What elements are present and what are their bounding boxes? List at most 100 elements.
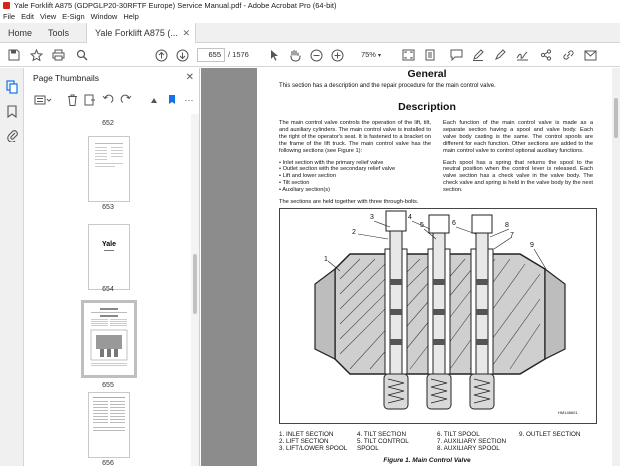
menu-view[interactable]: View bbox=[40, 12, 57, 21]
chevron-down-icon: ▾ bbox=[378, 53, 382, 59]
thumbnail-page-selected[interactable] bbox=[81, 300, 137, 378]
figure-id: HM148601 bbox=[558, 410, 578, 415]
zoom-value: 75% bbox=[360, 50, 376, 59]
tab-bar: Home Tools Yale Forklift A875 (... ✕ bbox=[0, 23, 620, 44]
list-item: Lift and lower section bbox=[279, 173, 431, 180]
panel-title: Page Thumbnails bbox=[33, 73, 99, 83]
list-item: Tilt section bbox=[279, 180, 431, 187]
scroll-mode-icon[interactable] bbox=[422, 47, 438, 63]
callout-8: 8 bbox=[505, 222, 509, 229]
page-down-icon[interactable] bbox=[174, 47, 190, 63]
tab-document[interactable]: Yale Forklift A875 (... ✕ bbox=[86, 23, 196, 44]
zoom-in-icon[interactable] bbox=[329, 47, 345, 63]
thumbnail-page[interactable] bbox=[88, 136, 130, 202]
thumbnail-page[interactable] bbox=[88, 392, 130, 458]
draw-icon[interactable] bbox=[492, 47, 508, 63]
bookmark-star-icon[interactable] bbox=[28, 47, 44, 63]
section-heading-description: Description bbox=[398, 101, 456, 113]
zoom-out-icon[interactable] bbox=[308, 47, 324, 63]
list-item: Auxiliary section(s) bbox=[279, 187, 431, 194]
more-options-icon[interactable]: ⋯ bbox=[184, 94, 194, 105]
insert-page-icon[interactable] bbox=[83, 93, 97, 107]
menu-bar: File Edit View E-Sign Window Help bbox=[0, 11, 620, 23]
close-panel-icon[interactable]: ✕ bbox=[185, 72, 194, 83]
highlight-pen-icon[interactable] bbox=[470, 47, 486, 63]
callout-6: 6 bbox=[452, 220, 456, 227]
menu-help[interactable]: Help bbox=[123, 12, 139, 21]
menu-window[interactable]: Window bbox=[90, 12, 118, 21]
page-preview bbox=[90, 308, 128, 366]
thumbnail-label: 652 bbox=[102, 120, 114, 127]
menu-edit[interactable]: Edit bbox=[21, 12, 35, 21]
paragraph: Each function of the main control valve … bbox=[443, 120, 593, 154]
search-icon[interactable] bbox=[74, 47, 90, 63]
callout-4: 4 bbox=[408, 214, 412, 221]
legend-item: 8. AUXILIARY SPOOL bbox=[437, 445, 500, 452]
enlarge-thumbnails-icon[interactable] bbox=[165, 93, 179, 107]
yale-logo: Yale bbox=[101, 241, 116, 248]
share-icon[interactable] bbox=[538, 47, 554, 63]
legend-item: 6. TILT SPOOL bbox=[437, 431, 480, 438]
legend-item: 1. INLET SECTION bbox=[279, 431, 334, 438]
page-number-input[interactable]: 655 bbox=[197, 48, 225, 62]
print-icon[interactable] bbox=[50, 47, 66, 63]
window-title: Yale Forklift A875 (GDPGLP20-30RFTF Euro… bbox=[14, 1, 337, 10]
thumbnail-label: 656 bbox=[102, 460, 114, 466]
callout-3: 3 bbox=[370, 214, 374, 221]
menu-file[interactable]: File bbox=[3, 12, 16, 21]
options-menu-icon[interactable] bbox=[33, 93, 53, 107]
title-bar: Yale Forklift A875 (GDPGLP20-30RFTF Euro… bbox=[0, 0, 620, 11]
document-scrollbar[interactable] bbox=[612, 68, 620, 466]
fill-sign-icon[interactable] bbox=[514, 47, 530, 63]
page-up-icon[interactable] bbox=[153, 47, 169, 63]
thumbnail-label: 654 bbox=[102, 286, 114, 293]
thumbnail-scrollbar[interactable] bbox=[191, 114, 199, 466]
comment-icon[interactable] bbox=[448, 47, 464, 63]
intro-text: This section has a description and the r… bbox=[279, 83, 496, 89]
legend-item: 4. TILT SECTION bbox=[357, 431, 406, 438]
bookmarks-icon[interactable] bbox=[5, 104, 19, 118]
rotate-ccw-icon[interactable] bbox=[101, 93, 115, 107]
fit-page-icon[interactable] bbox=[400, 47, 416, 63]
page-preview-line bbox=[104, 250, 114, 251]
attachments-icon[interactable] bbox=[5, 128, 19, 142]
pdf-page: General This section has a description a… bbox=[257, 68, 620, 466]
link-icon[interactable] bbox=[560, 47, 576, 63]
toolbar: 655 / 1576 75% ▾ bbox=[0, 43, 620, 67]
callout-9: 9 bbox=[530, 242, 534, 249]
page-thumbnails-icon[interactable] bbox=[5, 80, 19, 94]
scrollbar-thumb[interactable] bbox=[614, 98, 618, 138]
delete-page-icon[interactable] bbox=[65, 93, 79, 107]
menu-esign[interactable]: E-Sign bbox=[62, 12, 85, 21]
save-icon[interactable] bbox=[6, 47, 22, 63]
close-icon[interactable]: ✕ bbox=[182, 28, 190, 38]
right-column: Each function of the main control valve … bbox=[443, 120, 593, 199]
rotate-cw-icon[interactable] bbox=[119, 93, 133, 107]
legend-item: 7. AUXILIARY SECTION bbox=[437, 438, 507, 445]
left-column: The main control valve controls the oper… bbox=[279, 120, 431, 211]
shrink-thumbnails-icon[interactable] bbox=[147, 93, 161, 107]
panel-toolbar: ⋯ bbox=[25, 90, 200, 110]
figure-caption: Figure 1. Main Control Valve bbox=[383, 457, 471, 464]
zoom-level[interactable]: 75% ▾ bbox=[355, 48, 387, 62]
main-control-valve-drawing: 1 2 3 4 5 6 7 8 9 HM148601 bbox=[314, 210, 578, 415]
tab-home[interactable]: Home bbox=[8, 28, 33, 38]
legend-item: 3. LIFT/LOWER SPOOL bbox=[279, 445, 348, 452]
thumbnail-label: 653 bbox=[102, 204, 114, 211]
list-item: Outlet section with the secondary relief… bbox=[279, 166, 431, 173]
thumbnail-page[interactable]: Yale bbox=[88, 224, 130, 290]
scrollbar-thumb[interactable] bbox=[193, 254, 197, 314]
callout-1: 1 bbox=[324, 256, 328, 263]
select-cursor-icon[interactable] bbox=[267, 47, 283, 63]
legend-item: 2. LIFT SECTION bbox=[279, 438, 329, 445]
panel-header: Page Thumbnails ✕ bbox=[25, 68, 200, 88]
acrobat-logo-icon bbox=[3, 2, 10, 9]
tab-tools[interactable]: Tools bbox=[48, 28, 70, 38]
page-count: / 1576 bbox=[228, 50, 249, 59]
page-preview bbox=[93, 397, 125, 431]
email-icon[interactable] bbox=[582, 47, 598, 63]
list-item: Inlet section with the primary relief va… bbox=[279, 160, 431, 167]
hand-tool-icon[interactable] bbox=[287, 47, 303, 63]
document-viewer[interactable]: General This section has a description a… bbox=[201, 68, 620, 466]
